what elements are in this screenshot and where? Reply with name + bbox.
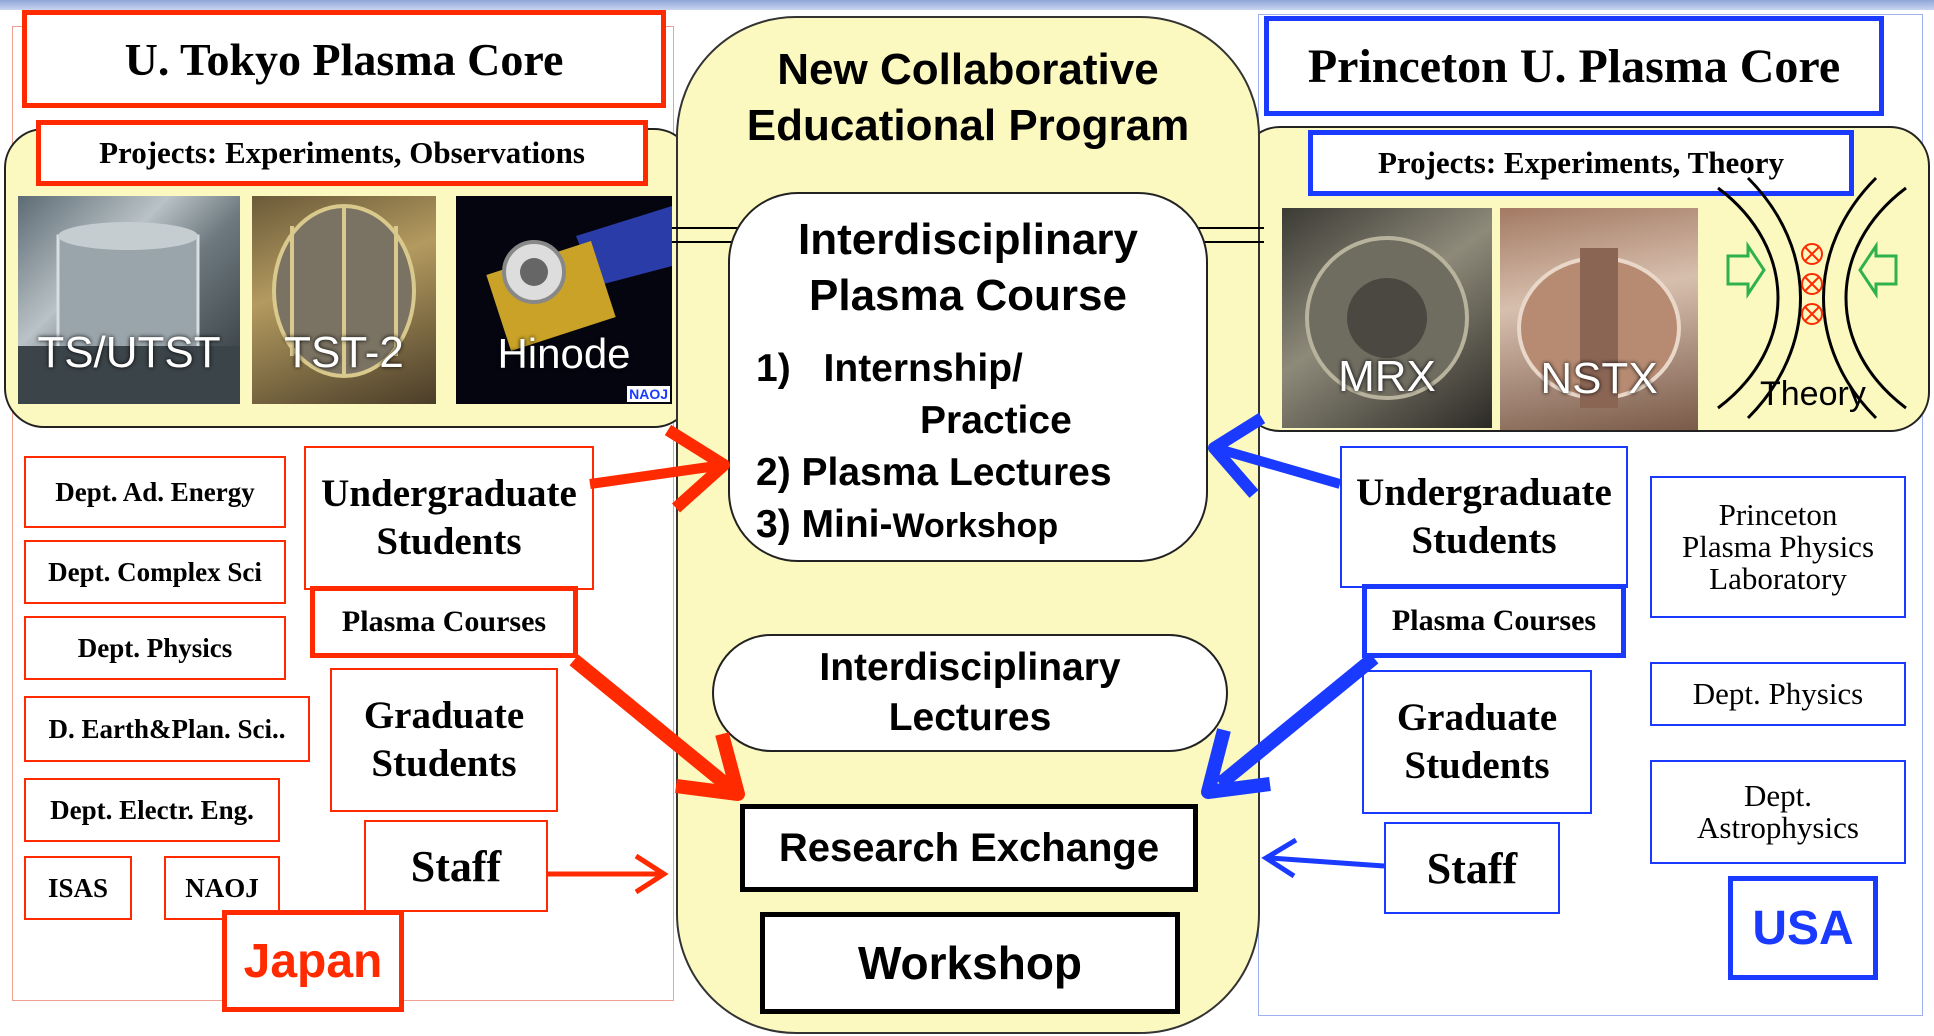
course-item-1: 1) Internship/ [756,344,1023,394]
princeton-grad-box: Graduate Students [1362,670,1592,814]
plasma-course-title-line2: Plasma Course [809,271,1127,320]
dept-electrical-eng: Dept. Electr. Eng. [24,778,280,842]
princeton-undergrad-line2: Students [1411,519,1557,562]
course-item-1-cont: Practice [920,399,1072,442]
princeton-dept-physics: Dept. Physics [1650,662,1906,726]
isas-box: ISAS [24,856,132,920]
japan-label: Japan [222,910,404,1012]
usa-label: USA [1728,876,1878,980]
princeton-undergrad-line1: Undergraduate [1356,471,1612,514]
program-title-line1: New Collaborative [777,45,1159,94]
course-item-1-text: Internship/ [823,347,1023,390]
plasma-course-title-line1: Interdisciplinary [798,215,1138,264]
nstx-photo: NSTX [1500,208,1698,430]
top-gradient-bar [0,0,1934,10]
hinode-caption: Hinode [497,330,631,377]
dept-ad-energy: Dept. Ad. Energy [24,456,286,528]
course-item-3-rest: Workshop [892,507,1059,545]
program-title: New Collaborative Educational Program [690,42,1246,154]
princeton-grad-line2: Students [1404,744,1550,787]
mrx-caption: MRX [1338,352,1436,401]
nstx-caption: NSTX [1540,354,1658,403]
astro-line1: Dept. [1743,778,1812,813]
research-exchange-box: Research Exchange [740,804,1198,892]
theory-field-lines-illustration [1717,176,1907,420]
pppl-box: Princeton Plasma Physics Laboratory [1650,476,1906,618]
astro-line2: Astrophysics [1697,810,1859,845]
lectures-line2: Lectures [888,696,1052,739]
dept-physics-tokyo: Dept. Physics [24,616,286,680]
pppl-line3: Laboratory [1709,561,1847,596]
tokyo-undergrad-box: Undergraduate Students [304,446,594,590]
course-item-2: 2) Plasma Lectures [756,451,1112,494]
dept-earth-planetary: D. Earth&Plan. Sci.. [24,696,310,762]
mrx-photo: MRX [1282,208,1492,428]
tst2-coil-illustration [272,204,416,378]
dept-astrophysics: Dept. Astrophysics [1650,760,1906,864]
dept-complex-sci: Dept. Complex Sci [24,540,286,604]
plasma-course-oval: Interdisciplinary Plasma Course [728,192,1208,562]
tokyo-grad-line1: Graduate [363,694,525,737]
tst2-photo: TST-2 [252,196,436,404]
mrx-device-illustration [1305,236,1469,400]
course-item-3-prefix: 3) Mini- [756,503,893,546]
naoj-logo: NAOJ [627,386,670,402]
pppl-line1: Princeton [1718,497,1838,532]
course-item-3: 3) Mini-Workshop [756,500,1058,551]
program-title-line2: Educational Program [746,101,1190,150]
naoj-box: NAOJ [164,856,280,920]
princeton-undergrad-box: Undergraduate Students [1340,446,1628,588]
interdisciplinary-lectures-oval: Interdisciplinary Lectures [712,634,1228,752]
princeton-core-title: Princeton U. Plasma Core [1264,16,1884,116]
princeton-grad-line1: Graduate [1396,696,1558,739]
workshop-box: Workshop [760,912,1180,1014]
tokyo-staff-box: Staff [364,820,548,912]
course-item-1-number: 1) [756,347,791,390]
tokyo-core-title: U. Tokyo Plasma Core [22,10,666,108]
pppl-line2: Plasma Physics [1681,529,1875,564]
hinode-photo: Hinode NAOJ [456,196,672,404]
princeton-projects-label: Projects: Experiments, Theory [1308,130,1854,196]
princeton-plasma-courses: Plasma Courses [1362,584,1626,658]
ts-utst-caption: TS/UTST [37,328,221,377]
lectures-line1: Interdisciplinary [819,646,1121,689]
theory-figure: Theory [1708,158,1916,428]
plasma-course-title: Interdisciplinary Plasma Course [798,212,1138,324]
tokyo-undergrad-line1: Undergraduate [321,472,577,515]
ts-utst-device-illustration [18,222,240,404]
lectures-text: Interdisciplinary Lectures [819,643,1120,743]
hinode-satellite-illustration [486,206,672,352]
tokyo-projects-label: Projects: Experiments, Observations [36,120,648,186]
tst2-caption: TST-2 [284,328,404,377]
nstx-device-illustration [1517,248,1681,408]
tokyo-grad-line2: Students [371,742,517,785]
tokyo-undergrad-line2: Students [376,520,522,563]
ts-utst-photo: TS/UTST [18,196,240,404]
tokyo-plasma-courses: Plasma Courses [310,586,578,658]
tokyo-grad-box: Graduate Students [330,668,558,812]
theory-caption: Theory [1760,375,1866,413]
princeton-staff-box: Staff [1384,822,1560,914]
